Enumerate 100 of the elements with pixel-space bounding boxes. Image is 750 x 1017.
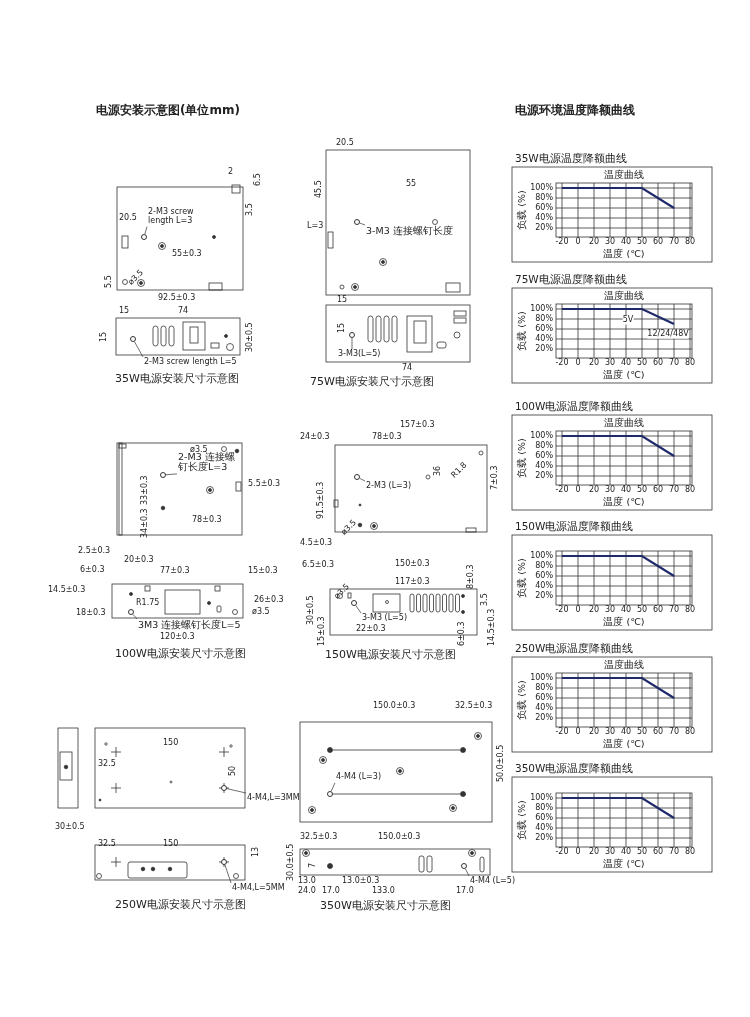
axis-title: 温度 (℃) (603, 858, 645, 870)
callout-text: 3-M3 (L=5) (362, 614, 407, 623)
leader-line (351, 337, 353, 350)
axis-tick-label: 100% (530, 551, 553, 561)
axis-tick-label: 60% (535, 571, 553, 581)
axis-tick-label: 40% (535, 213, 553, 223)
axis-tick-label: 40% (535, 334, 553, 344)
axis-tick-label: 20% (535, 713, 553, 723)
dimension-label: 6±0.3 (80, 566, 105, 575)
dimension-label: 6±0.3 (458, 621, 467, 646)
leader-line (134, 341, 144, 358)
dimension-label: 22±0.3 (356, 625, 386, 634)
dimension-label: 15 (337, 296, 348, 305)
mounting-hole (221, 785, 227, 791)
chart-title: 75W电源温度降额曲线 (515, 274, 627, 286)
leader-line (359, 478, 366, 482)
chart-subtitle: 温度曲线 (604, 659, 644, 671)
dimension-label: 6.5 (254, 173, 263, 186)
chart-subtitle: 温度曲线 (604, 417, 644, 429)
dimension-label: 50 (229, 765, 238, 776)
dimension-label: 157±0.3 (400, 421, 435, 430)
chart-title: 250W电源温度降额曲线 (515, 643, 634, 655)
axis-tick-label: 80% (535, 561, 553, 571)
axis-tick-label: 70 (668, 847, 680, 857)
axis-tick-label: 70 (668, 727, 680, 737)
axis-tick-label: 60% (535, 324, 553, 334)
dimension-label: 3.5 (246, 203, 255, 216)
callout-text: 3-M3 连接螺钉长度 (366, 226, 453, 237)
axis-tick-label: 100% (530, 183, 553, 193)
dimension-label: 6.5±0.3 (302, 561, 335, 570)
axis-tick-label: 80 (684, 727, 696, 737)
axis-tick-label: 50 (636, 485, 648, 495)
mounting-hole (128, 609, 134, 615)
axis-tick-label: 80 (684, 847, 696, 857)
axis-tick-label: 40% (535, 581, 553, 591)
leader-line (330, 782, 336, 792)
dimension-label: 150.0±0.3 (378, 833, 421, 842)
dimension-label: 15±0.3 (248, 567, 278, 576)
dimension-label: 36 (434, 465, 443, 476)
axis-tick-label: 100% (530, 304, 553, 314)
dimension-label: 4.5±0.3 (300, 539, 333, 548)
dimension-label: 74 (402, 364, 413, 373)
axis-tick-label: 40% (535, 703, 553, 713)
mounting-hole (327, 791, 333, 797)
dimension-label: 120±0.3 (160, 633, 195, 642)
axis-tick-label: 30 (604, 727, 616, 737)
chart-title: 100W电源温度降额曲线 (515, 401, 634, 413)
axis-tick-label: 20 (588, 358, 600, 368)
axis-tick-label: 0 (575, 847, 581, 857)
dimension-label: 117±0.3 (395, 578, 430, 587)
axis-tick-label: 40 (620, 847, 632, 857)
axis-tick-label: 70 (668, 485, 680, 495)
axis-tick-label: 40 (620, 727, 632, 737)
dimension-label: 77±0.3 (160, 567, 190, 576)
axis-tick-label: 60 (652, 605, 664, 615)
dimension-label: 18±0.3 (76, 609, 106, 618)
axis-title: 温度 (℃) (603, 248, 645, 260)
mounting-hole (349, 332, 355, 338)
chart-title: 150W电源温度降额曲线 (515, 521, 634, 533)
dimension-label: 74 (178, 307, 189, 316)
dimension-label: 32.5±0.3 (455, 702, 493, 711)
axis-tick-label: 20 (588, 485, 600, 495)
dimension-label: 3.5 (481, 593, 490, 606)
axis-tick-label: 50 (636, 237, 648, 247)
axis-tick-label: 60 (652, 358, 664, 368)
axis-tick-label: 70 (668, 358, 680, 368)
dimension-label: 33±0.3 (141, 475, 150, 505)
axis-tick-label: 40% (535, 461, 553, 471)
dimension-label: 5.5 (105, 275, 114, 288)
axis-tick-label: 50 (636, 847, 648, 857)
dimension-label: 5.5±0.3 (248, 480, 281, 489)
axis-title: 负载 (%) (516, 438, 528, 478)
mounting-hole (351, 600, 357, 606)
dimension-label: 30±0.5 (246, 322, 255, 352)
mounting-hole (141, 234, 147, 240)
dimension-label: 150 (163, 739, 179, 748)
dimension-label: 32.5±0.3 (300, 833, 338, 842)
axis-tick-label: 80% (535, 314, 553, 324)
dimension-label: 7±0.3 (491, 465, 500, 490)
axis-tick-label: -20 (555, 358, 569, 368)
axis-tick-label: 30 (604, 485, 616, 495)
axis-tick-label: 60% (535, 693, 553, 703)
dimension-label: 8±0.3 (467, 564, 476, 589)
axis-tick-label: 30 (604, 237, 616, 247)
axis-tick-label: 40 (620, 237, 632, 247)
axis-tick-label: 0 (575, 358, 581, 368)
axis-tick-label: 80 (684, 358, 696, 368)
leader-line (359, 222, 366, 226)
axis-tick-label: 30 (604, 847, 616, 857)
mounting-hole (160, 472, 166, 478)
dimension-label: 32.5 (98, 840, 116, 849)
dimension-label: 34±0.3 (141, 508, 150, 538)
mounting-hole (354, 474, 360, 480)
dimension-label: 91.5±0.3 (317, 481, 326, 519)
chart-title: 35W电源温度降额曲线 (515, 153, 627, 165)
dimension-label: 13 (252, 846, 261, 857)
axis-tick-label: 100% (530, 673, 553, 683)
leader-line (355, 605, 362, 614)
axis-tick-label: 20% (535, 344, 553, 354)
dimension-label: 30.0±0.5 (287, 843, 296, 881)
